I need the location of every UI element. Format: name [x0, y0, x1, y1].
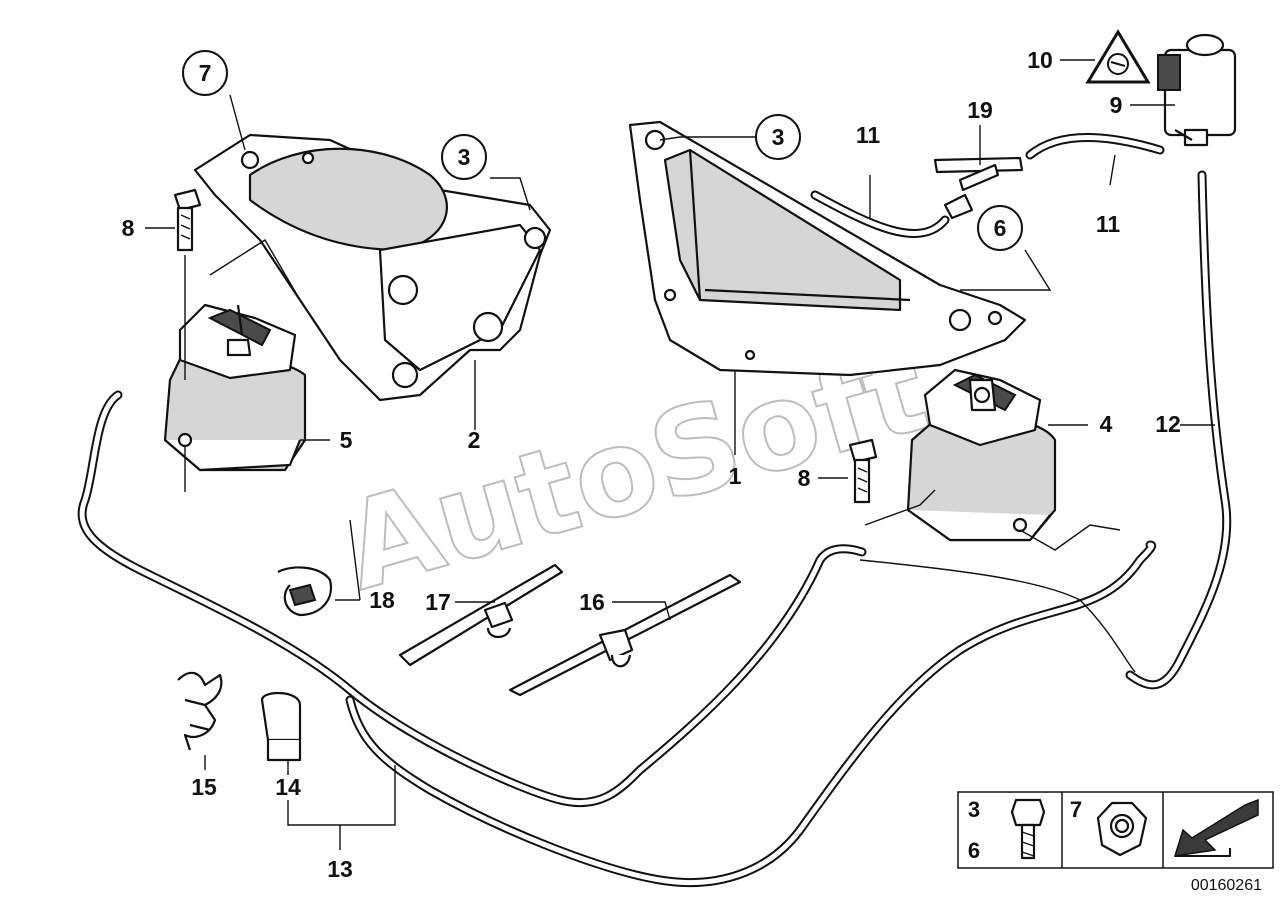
- hex-nut-icon: [1096, 801, 1148, 857]
- label-8-right: 8: [798, 465, 811, 491]
- callout-7: 7: [182, 50, 228, 96]
- warning-triangle-icon: [1085, 29, 1151, 84]
- engine-bracket-left: [193, 133, 552, 402]
- direction-arrow-icon: [1173, 798, 1259, 857]
- legend-ref-6: 6: [968, 838, 980, 863]
- label-18: 18: [369, 587, 395, 613]
- label-14: 14: [275, 774, 301, 800]
- diagram-code: 00160261: [1191, 877, 1262, 894]
- svg-text:7: 7: [199, 60, 212, 86]
- hose-connector: [933, 156, 1024, 220]
- callout-3-right: 3: [755, 114, 801, 160]
- label-16: 16: [579, 589, 605, 615]
- svg-text:3: 3: [458, 144, 471, 170]
- label-17: 17: [425, 589, 451, 615]
- bolt-8-left: [173, 188, 202, 252]
- cable-tie-17: [398, 563, 564, 667]
- legend-ref-7: 7: [1070, 797, 1082, 822]
- svg-text:6: 6: [994, 215, 1007, 241]
- label-15: 15: [191, 774, 217, 800]
- label-9: 9: [1110, 92, 1123, 118]
- bolt-icon: [1010, 798, 1046, 860]
- vacuum-valve: [1157, 33, 1237, 147]
- svg-text:3: 3: [772, 124, 785, 150]
- label-5: 5: [340, 427, 353, 453]
- engine-mount-left: [163, 303, 307, 472]
- label-10: 10: [1027, 47, 1053, 73]
- engine-bracket-right: [628, 120, 1027, 377]
- clip-14: [260, 692, 302, 762]
- hose-lines: [77, 133, 1232, 888]
- label-11-right: 11: [1096, 211, 1121, 237]
- legend-box: 3 6 7: [957, 791, 1274, 869]
- clip-15: [177, 671, 223, 751]
- legend-ref-3: 3: [968, 797, 980, 822]
- label-11-top: 11: [856, 122, 881, 148]
- engine-mount-right: [906, 368, 1057, 542]
- leader-lines: [145, 59, 1215, 850]
- cable-tie-16: [508, 573, 742, 697]
- label-4: 4: [1100, 411, 1113, 437]
- label-12: 12: [1155, 411, 1181, 437]
- label-13: 13: [327, 856, 353, 882]
- label-1: 1: [729, 463, 742, 489]
- callout-3-left: 3: [441, 134, 487, 180]
- clip-18: [277, 566, 333, 617]
- bolt-8-right: [848, 438, 878, 504]
- label-8-left: 8: [122, 215, 135, 241]
- callout-6: 6: [977, 205, 1023, 251]
- label-19: 19: [967, 97, 993, 123]
- label-2: 2: [468, 427, 481, 453]
